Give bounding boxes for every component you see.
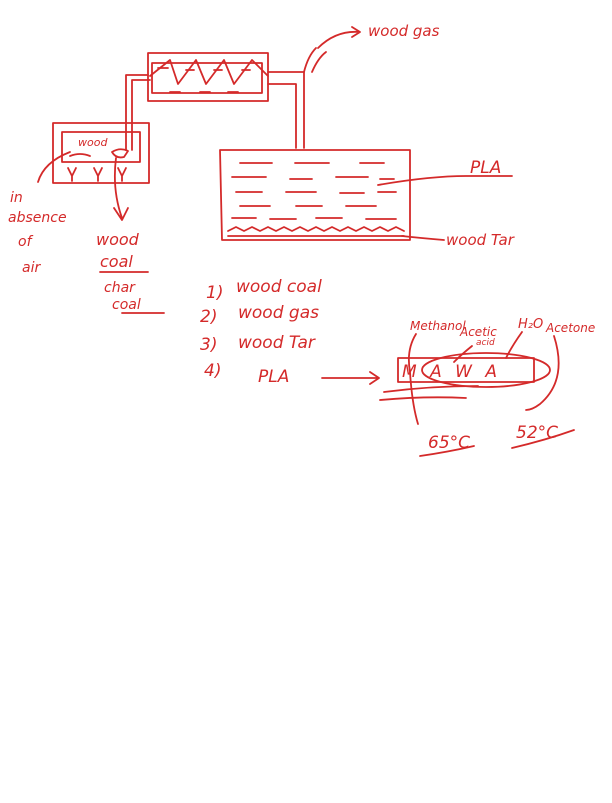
in-absence-line-4: air bbox=[22, 260, 41, 276]
wood-tar-layer bbox=[227, 226, 405, 237]
temp-left-underline bbox=[419, 445, 475, 457]
water-label: H₂O bbox=[518, 317, 543, 332]
product-4-text: PLA bbox=[258, 367, 289, 387]
wood-label: wood bbox=[78, 136, 108, 149]
product-4-number: 4) bbox=[204, 361, 221, 381]
temp-right-underline bbox=[511, 429, 575, 449]
product-1-number: 1) bbox=[206, 283, 223, 303]
temp-left-label: 65°C bbox=[428, 433, 470, 453]
acetic-acid-line-1: Acetic bbox=[459, 325, 497, 339]
wood-coal-line-2: coal bbox=[100, 252, 133, 271]
condenser bbox=[147, 52, 269, 102]
burner-flames bbox=[67, 167, 127, 182]
wood-gas-arrow bbox=[317, 26, 361, 49]
in-absence-pointer bbox=[37, 151, 71, 183]
in-absence-line-3: of bbox=[18, 234, 34, 250]
product-3-number: 3) bbox=[200, 335, 217, 355]
wood-coal-label: wood coal bbox=[96, 230, 140, 271]
pla-components: M A W A Methanol Acetic acid H₂O Acetone… bbox=[402, 317, 595, 453]
char-coal-label: char coal bbox=[104, 280, 141, 313]
component-pointers bbox=[407, 331, 560, 425]
delivery-tube-right bbox=[267, 71, 305, 149]
heating-box bbox=[52, 122, 150, 184]
wood-pieces bbox=[69, 148, 129, 159]
components-box bbox=[379, 352, 551, 401]
wood-tar-pointer bbox=[401, 235, 445, 241]
product-1-text: wood coal bbox=[236, 277, 322, 297]
product-2-text: wood gas bbox=[238, 303, 319, 323]
pla-pointer bbox=[377, 175, 513, 186]
temp-right-label: 52°C bbox=[516, 423, 558, 443]
wood-coal-line-1: wood bbox=[96, 230, 140, 249]
in-absence-of-air-label: in absence of air bbox=[8, 190, 67, 276]
delivery-tube-up bbox=[125, 74, 151, 151]
wood-gas-label: wood gas bbox=[368, 22, 440, 40]
receiver-vessel bbox=[219, 149, 411, 241]
in-absence-line-1: in bbox=[10, 190, 23, 206]
methanol-label: Methanol bbox=[410, 319, 466, 333]
component-letters: M A W A bbox=[402, 362, 501, 382]
char-coal-line-2: coal bbox=[112, 297, 141, 313]
gas-outlet-tube bbox=[303, 47, 327, 73]
pla-label: PLA bbox=[470, 158, 501, 178]
products-list: 1) wood coal 2) wood gas 3) wood Tar 4) … bbox=[200, 277, 322, 387]
acetone-label: Acetone bbox=[545, 321, 595, 335]
wood-tar-label: wood Tar bbox=[446, 231, 515, 249]
wood-coal-arrow bbox=[113, 157, 129, 221]
in-absence-line-2: absence bbox=[8, 210, 67, 226]
product-2-number: 2) bbox=[200, 307, 217, 327]
product-3-text: wood Tar bbox=[238, 333, 316, 353]
pla-arrow bbox=[321, 371, 380, 385]
acetic-acid-line-2: acid bbox=[476, 338, 495, 348]
char-coal-line-1: char bbox=[104, 280, 136, 296]
